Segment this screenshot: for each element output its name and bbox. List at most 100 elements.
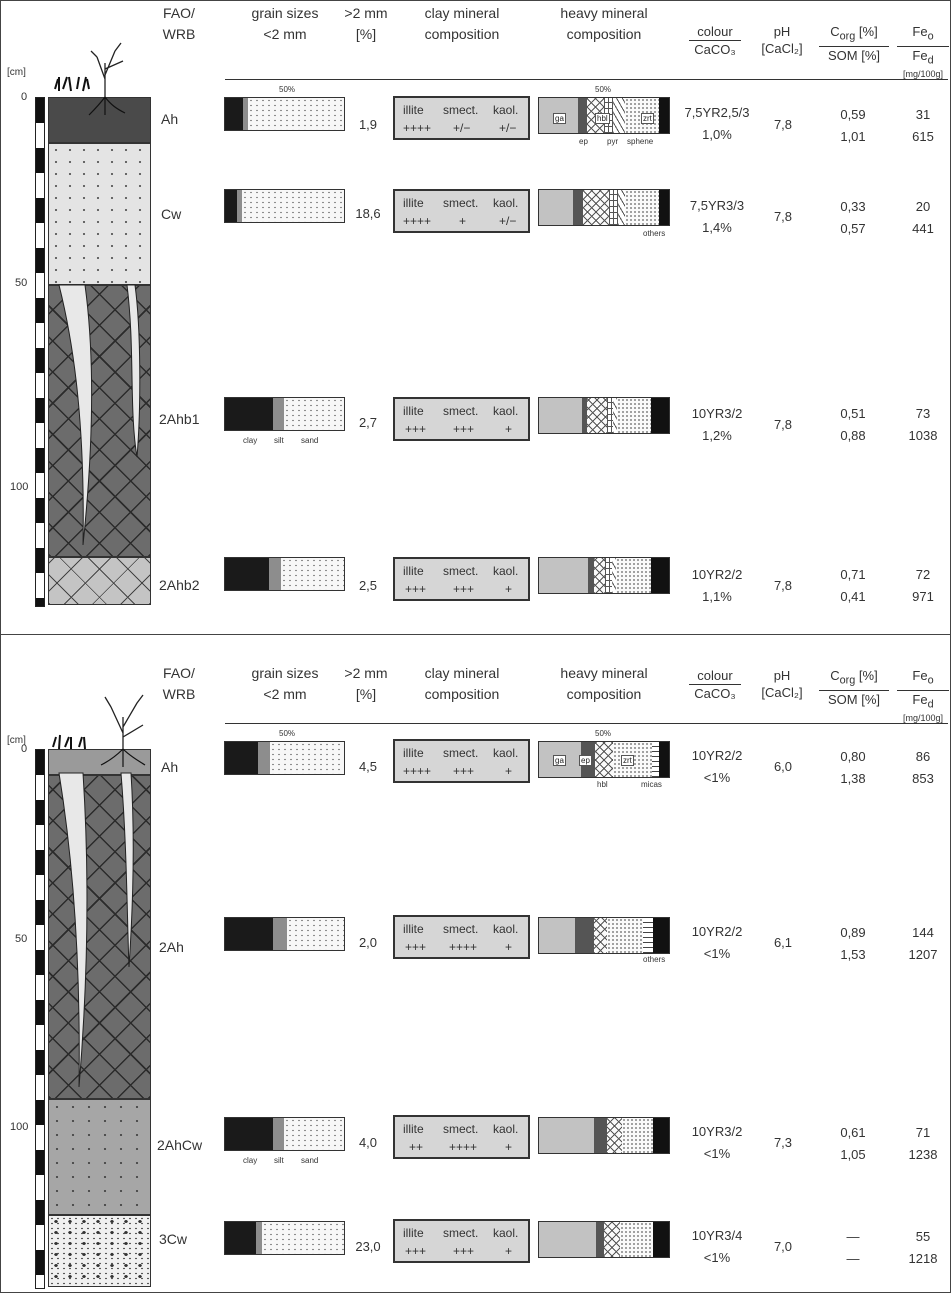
ep-label: ep	[579, 137, 588, 146]
coarse-fraction-value: 2,0	[358, 935, 378, 950]
heavy-mineral-bar	[538, 397, 670, 434]
heavy-mineral-sph-segment	[613, 98, 625, 133]
horizon-2ah-layer	[48, 775, 151, 1099]
grain-size-bar	[224, 741, 345, 775]
smectite-label: smect.	[443, 746, 479, 760]
clay-label: clay	[243, 1156, 258, 1165]
depth-scale-bar	[35, 749, 45, 1289]
kaolinite-label: kaol.	[493, 746, 519, 760]
corg-value: 0,59	[840, 107, 866, 122]
coarse-fraction-value: 18,6	[355, 206, 381, 221]
cm-label: [cm]	[7, 67, 26, 78]
horizon-name: Ah	[161, 759, 179, 775]
illite-value: ++++	[403, 121, 432, 135]
corg-value: 0,33	[840, 199, 866, 214]
heavy-mineral-oth-segment	[658, 98, 669, 133]
heavy-mineral-ep-segment	[596, 1222, 604, 1257]
silt-label: silt	[274, 1156, 284, 1165]
heavy-mineral-pyr-segment	[605, 558, 612, 593]
sand-label: sand	[301, 436, 319, 445]
illite-label: illite	[403, 746, 424, 760]
silt-fraction	[236, 190, 242, 222]
horizon-name: Cw	[161, 206, 182, 222]
corg-value: 0,80	[840, 749, 866, 764]
grain-size-bar	[224, 917, 345, 951]
horizon-cw-layer	[48, 143, 151, 285]
fifty-percent-label: 50%	[279, 85, 296, 94]
sand-fraction	[270, 742, 344, 774]
illite-value: ++	[409, 1140, 424, 1154]
grain-size-bar	[224, 1221, 345, 1255]
kaolinite-label: kaol.	[493, 1122, 519, 1136]
fao-wrb-header: FAO/WRB	[162, 5, 196, 42]
silt-label: silt	[274, 436, 284, 445]
heavy-mineral-hbl-segment	[587, 398, 607, 433]
profile-panel-1: FAO/WRB grain sizes<2 mm >2 mm[%] clay m…	[0, 0, 951, 635]
horizon-2ahb2-layer	[48, 557, 151, 605]
clay-mineral-box: illite smect. kaol. ++ ++++ +	[393, 1115, 530, 1159]
header-rule	[225, 723, 948, 724]
root-tongue-svg	[54, 42, 141, 546]
ph-header: pH[CaCl₂]	[761, 668, 803, 700]
heavy-mineral-zrt-segment	[622, 1118, 654, 1153]
illite-label: illite	[403, 1122, 424, 1136]
depth-scale-bar	[35, 97, 45, 607]
illite-value: +++	[405, 582, 427, 596]
fed-value: 1038	[908, 428, 938, 443]
coarse-fraction-value: 4,0	[358, 1135, 378, 1150]
kaolinite-label: kaol.	[493, 1226, 519, 1240]
fao-wrb-header: FAO/WRB	[162, 665, 196, 702]
heavy-mineral-ga-segment	[539, 398, 582, 433]
kaolinite-label: kaol.	[493, 196, 519, 210]
ph-value: 6,0	[773, 759, 793, 774]
smectite-value: +++	[453, 422, 475, 436]
others-label: others	[643, 955, 666, 964]
kaolinite-label: kaol.	[493, 404, 519, 418]
kaolinite-value: +/−	[499, 214, 517, 228]
kaolinite-value: +	[505, 422, 513, 436]
fed-value: 1238	[908, 1147, 938, 1162]
illite-value: +++	[405, 422, 427, 436]
horizon-2ahcw-layer	[48, 1099, 151, 1215]
heavy-mineral-oth-segment	[650, 558, 669, 593]
profile-panel-2: FAO/WRB grain sizes<2 mm >2 mm[%] clay m…	[0, 634, 951, 1293]
clay-fraction	[225, 558, 270, 590]
fed-value: 971	[912, 589, 934, 604]
sand-fraction	[261, 1222, 344, 1254]
feo-value: 31	[915, 107, 931, 122]
grain-size-bar	[224, 97, 345, 131]
heavy-mineral-pyr-segment	[609, 190, 619, 225]
smectite-value: +++	[453, 582, 475, 596]
ph-value: 7,8	[773, 117, 793, 132]
colour-value: 7,5YR3/3	[689, 198, 745, 213]
heavy-mineral-bar	[538, 557, 670, 594]
silt-fraction	[242, 98, 248, 130]
heavy-mineral-ga-segment	[539, 918, 576, 953]
smectite-label: smect.	[443, 1226, 479, 1240]
heavy-mineral-pyr-segment	[606, 398, 614, 433]
sand-fraction	[286, 918, 344, 950]
fifty-percent-label: 50%	[279, 729, 296, 738]
sand-fraction	[241, 190, 344, 222]
heavy-mineral-oth-segment	[653, 1118, 669, 1153]
grain-size-bar	[224, 1117, 345, 1151]
smectite-value: +++	[453, 1244, 475, 1258]
som-value: 0,57	[840, 221, 866, 236]
caco3-value: <1%	[703, 1250, 731, 1265]
heavy-mineral-mic-segment	[652, 742, 659, 777]
corg-value: 0,51	[840, 406, 866, 421]
coarse-fraction-value: 2,5	[358, 578, 378, 593]
illite-label: illite	[403, 564, 424, 578]
clay-mineral-box: illite smect. kaol. +++ +++ +	[393, 1219, 530, 1263]
ph-value: 7,0	[773, 1239, 793, 1254]
kaolinite-value: +	[505, 1244, 513, 1258]
som-value: 0,88	[840, 428, 866, 443]
corg-value: —	[846, 1229, 860, 1244]
ph-value: 7,8	[773, 417, 793, 432]
horizon-name: 3Cw	[159, 1231, 188, 1247]
heavy-mineral-ga-segment	[539, 1222, 597, 1257]
colour-value: 10YR2/2	[691, 924, 743, 939]
heavy-mineral-oth-segment	[658, 190, 669, 225]
kaolinite-label: kaol.	[493, 103, 519, 117]
